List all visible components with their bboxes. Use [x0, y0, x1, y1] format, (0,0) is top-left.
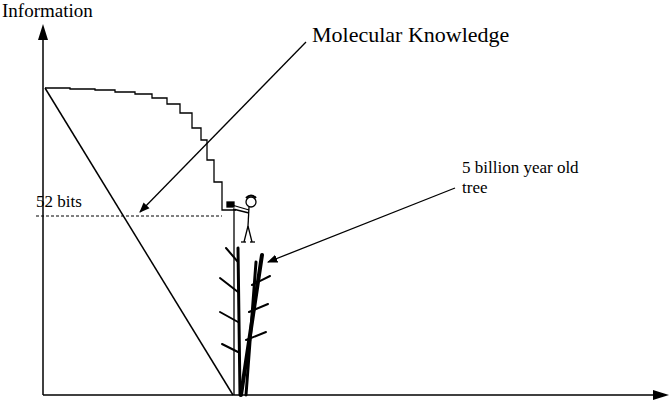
diagonal-line	[45, 88, 233, 395]
man-figure	[227, 196, 256, 243]
x-axis	[43, 394, 660, 396]
callout-label: 5 billion year old tree	[462, 158, 586, 197]
y-axis	[42, 30, 44, 395]
y-axis-arrow	[38, 24, 48, 40]
tree-figure	[220, 248, 270, 395]
dashed-level-line	[36, 216, 222, 217]
staircase-line	[45, 88, 236, 210]
level-label: 52 bits	[36, 192, 82, 212]
leader-arrow	[140, 42, 306, 212]
leader-arrow	[268, 188, 455, 262]
vertical-line	[233, 210, 234, 395]
axis-title: Information	[2, 0, 93, 22]
callout-label: Molecular Knowledge	[312, 22, 509, 47]
x-axis-arrow	[653, 390, 669, 400]
